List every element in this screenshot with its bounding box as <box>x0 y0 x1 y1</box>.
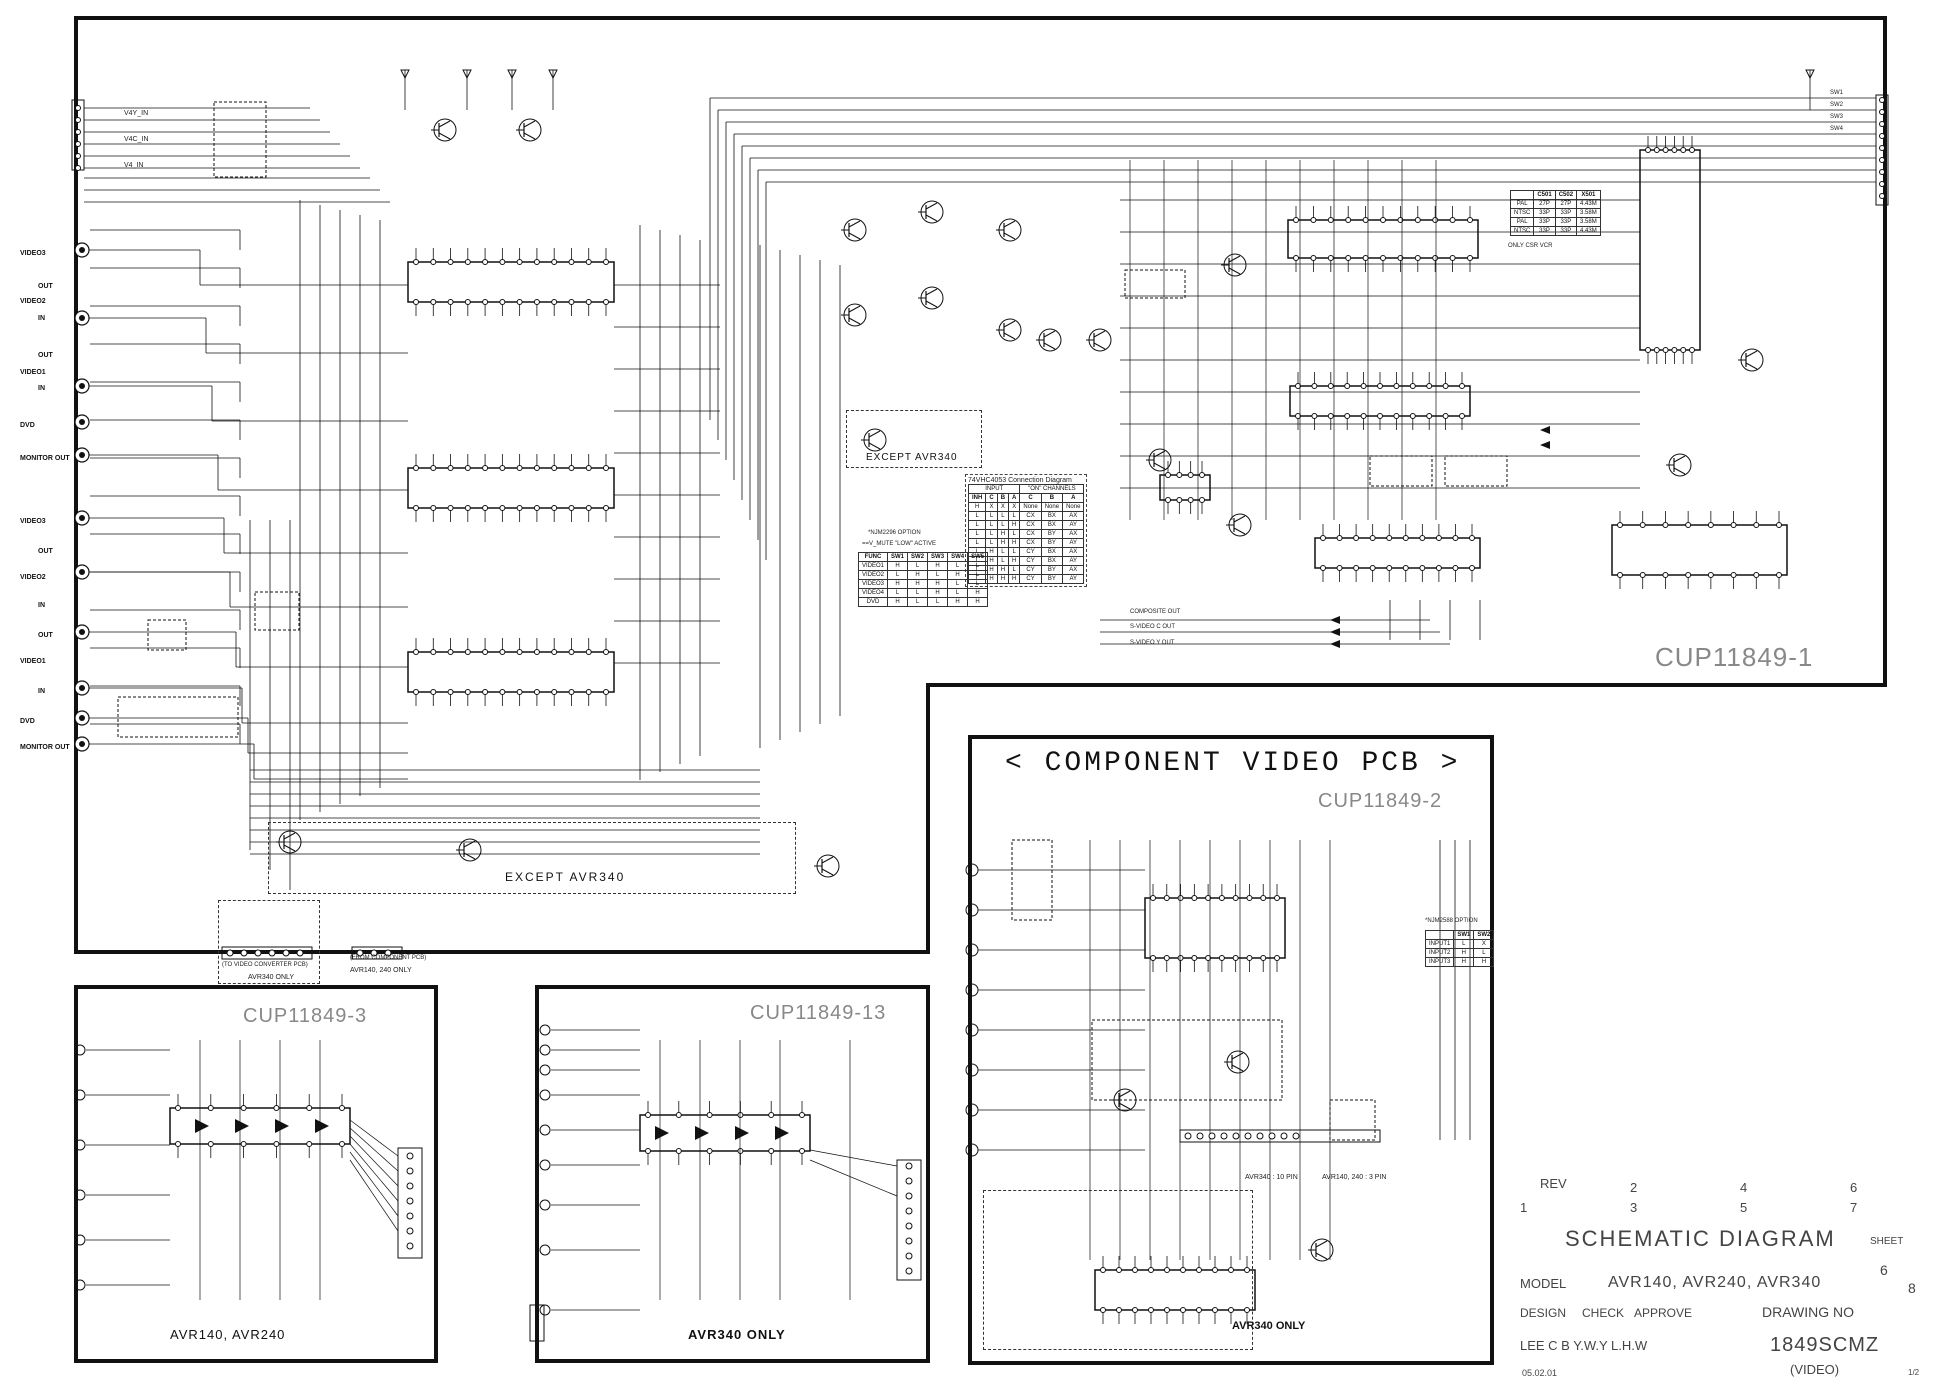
jack-label: VIDEO3 <box>20 250 46 257</box>
jack-label: DVD <box>20 422 35 429</box>
component-video-pcb <box>968 735 1494 1365</box>
jack-label: IN <box>38 385 45 392</box>
title-block: REV 1 2 3 4 5 6 7 SCHEMATIC DIAGRAM SHEET MODE… <box>1510 1170 1930 1385</box>
connection-diagram-title: 74VHC4053 Connection Diagram <box>968 477 1072 484</box>
page-fraction: 1/2 <box>1908 1368 1920 1377</box>
model-label: MODEL <box>1520 1276 1567 1291</box>
board13-note: AVR340 ONLY <box>688 1327 786 1342</box>
except-avr340-region-1 <box>846 410 982 468</box>
rev-number: 5 <box>1740 1200 1748 1215</box>
signal-v4-in: V4_IN <box>124 162 144 169</box>
signal-svideo-c-out: S-VIDEO C OUT <box>1130 624 1176 630</box>
board13-id: CUP11849-13 <box>750 1002 887 1024</box>
main-board-id: CUP11849-1 <box>1655 642 1814 672</box>
names: LEE C B Y.W.Y L.H.W <box>1520 1338 1648 1353</box>
jack-label: VIDEO2 <box>20 574 46 581</box>
component-pcb-title: < COMPONENT VIDEO PCB > <box>1005 748 1461 779</box>
signal-svideo-y-out: S-VIDEO Y OUT <box>1130 640 1175 646</box>
jack-label: IN <box>38 688 45 695</box>
drawing-number: 1849SCMZ <box>1770 1334 1880 1356</box>
sheet-label: SHEET <box>1870 1236 1904 1247</box>
avr340-only-region <box>983 1190 1253 1350</box>
jack-label: OUT <box>38 548 53 555</box>
check-label: CHECK <box>1582 1306 1625 1320</box>
sheet-total: 8 <box>1908 1280 1916 1296</box>
board-cup11849-3 <box>74 985 438 1363</box>
jack-label: OUT <box>38 283 53 290</box>
avr340-only-note: AVR340 ONLY <box>248 974 295 981</box>
from-component-note: (FROM COMPONENT PCB) <box>350 955 427 961</box>
jack-label: VIDEO3 <box>20 518 46 525</box>
date: 05.02.01 <box>1522 1368 1558 1378</box>
approve-label: APPROVE <box>1634 1306 1693 1320</box>
jack-label: VIDEO1 <box>20 369 46 376</box>
jack-label: DVD <box>20 718 35 725</box>
rev-number: 3 <box>1630 1200 1638 1215</box>
except-avr340-note-1: EXCEPT AVR340 <box>866 452 958 463</box>
video-label: (VIDEO) <box>1790 1362 1840 1377</box>
signal-v4c-in: V4C_IN <box>124 136 149 143</box>
signal-sw2: SW2 <box>1830 102 1844 108</box>
signal-sw3: SW3 <box>1830 114 1844 120</box>
jack-label: IN <box>38 602 45 609</box>
signal-sw4: SW4 <box>1830 126 1844 132</box>
sheet-number: 6 <box>1880 1262 1888 1278</box>
avr140-240-note: AVR140, 240 ONLY <box>350 967 412 974</box>
rev-label: REV <box>1540 1176 1567 1191</box>
signal-composite-out: COMPOSITE OUT <box>1130 609 1181 615</box>
signal-v4y-in: V4Y_IN <box>124 110 149 117</box>
jack-label: OUT <box>38 352 53 359</box>
component-avr340-note: AVR340 ONLY <box>1232 1320 1306 1332</box>
rev-number: 7 <box>1850 1200 1858 1215</box>
model-value: AVR140, AVR240, AVR340 <box>1608 1274 1822 1291</box>
board3-note: AVR140, AVR240 <box>170 1327 286 1342</box>
jack-label: MONITOR OUT <box>20 455 70 462</box>
mute-note: ==V_MUTE "LOW" ACTIVE <box>862 541 936 547</box>
except-avr340-note-2: EXCEPT AVR340 <box>505 870 626 884</box>
avr340-only-connector <box>218 900 320 984</box>
rev-number: 2 <box>1630 1180 1638 1195</box>
connection-diagram-block: 74VHC4053 Connection Diagram INPUT"ON" C… <box>965 474 1088 587</box>
drawing-no-label: DRAWING NO <box>1762 1304 1855 1320</box>
jack-label: MONITOR OUT <box>20 744 70 751</box>
jack-label: OUT <box>38 632 53 639</box>
only-csr-vcr-note: ONLY CSR VCR <box>1508 243 1553 249</box>
to-video-converter-note: (TO VIDEO CONVERTER PCB) <box>222 962 308 968</box>
jack-label: IN <box>38 315 45 322</box>
component-pcb-id: CUP11849-2 <box>1318 790 1443 812</box>
njm2296-note: *NJM2296 OPTION <box>868 530 921 536</box>
avr140-240-pin-note: AVR140, 240 : 3 PIN <box>1322 1174 1387 1181</box>
rev-number: 6 <box>1850 1180 1858 1195</box>
schematic-title: SCHEMATIC DIAGRAM <box>1565 1226 1836 1251</box>
njm2588-note: *NJM2588 OPTION <box>1425 918 1478 924</box>
avr340-pin-note: AVR340 : 10 PIN <box>1245 1174 1298 1181</box>
jack-label: VIDEO1 <box>20 658 46 665</box>
except-avr340-region-2 <box>268 822 796 894</box>
board-cup11849-13 <box>535 985 930 1363</box>
design-label: DESIGN <box>1520 1306 1567 1320</box>
rev-number: 4 <box>1740 1180 1748 1195</box>
rev-number: 1 <box>1520 1200 1528 1215</box>
signal-sw1: SW1 <box>1830 90 1844 96</box>
jack-label: VIDEO2 <box>20 298 46 305</box>
board3-id: CUP11849-3 <box>243 1005 368 1027</box>
